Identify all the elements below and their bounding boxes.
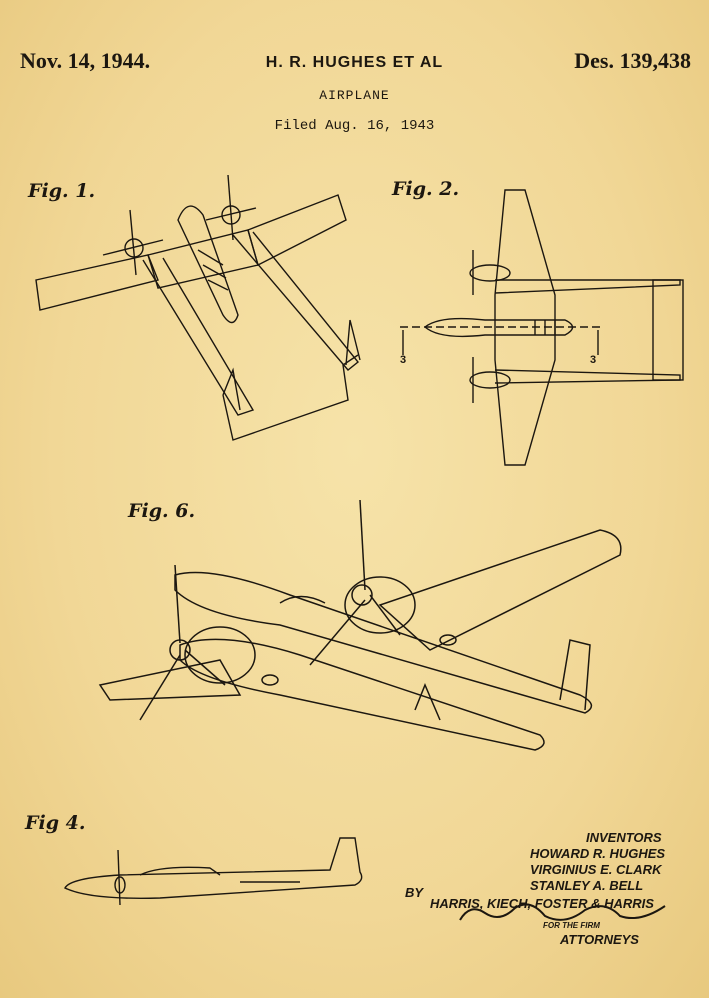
fig4-drawing [64, 837, 363, 906]
patent-title: AIRPLANE [319, 88, 390, 103]
law-firm: HARRIS, KIECH, FOSTER & HARRIS [430, 896, 654, 911]
patent-date: Nov. 14, 1944. [20, 48, 151, 73]
section-mark-left: 3 [400, 354, 407, 366]
attorney-signature [459, 903, 666, 921]
section-mark-right: 3 [590, 354, 597, 366]
fig1-drawing [35, 174, 361, 441]
design-number: Des. 139,438 [574, 48, 691, 73]
fig6-label: Fig. 6. [128, 500, 196, 522]
fig1-label: Fig. 1. [28, 180, 96, 202]
for-the-firm: FOR THE FIRM [543, 921, 600, 930]
inventors-heading: INVENTORS [586, 830, 662, 845]
by-label: BY [405, 885, 424, 900]
patent-inventor-header: H. R. HUGHES ET AL [265, 54, 444, 71]
filed-date: Filed Aug. 16, 1943 [274, 118, 435, 134]
fig6-drawing [98, 499, 622, 751]
attorneys-label: ATTORNEYS [560, 932, 639, 947]
fig4-label: Fig 4. [25, 812, 86, 834]
inventor-name-2: VIRGINIUS E. CLARK [530, 862, 662, 877]
fig2-label: Fig. 2. [392, 178, 460, 200]
inventor-name-3: STANLEY A. BELL [530, 878, 644, 893]
inventor-name-1: HOWARD R. HUGHES [530, 846, 666, 861]
fig2-drawing [400, 189, 684, 466]
